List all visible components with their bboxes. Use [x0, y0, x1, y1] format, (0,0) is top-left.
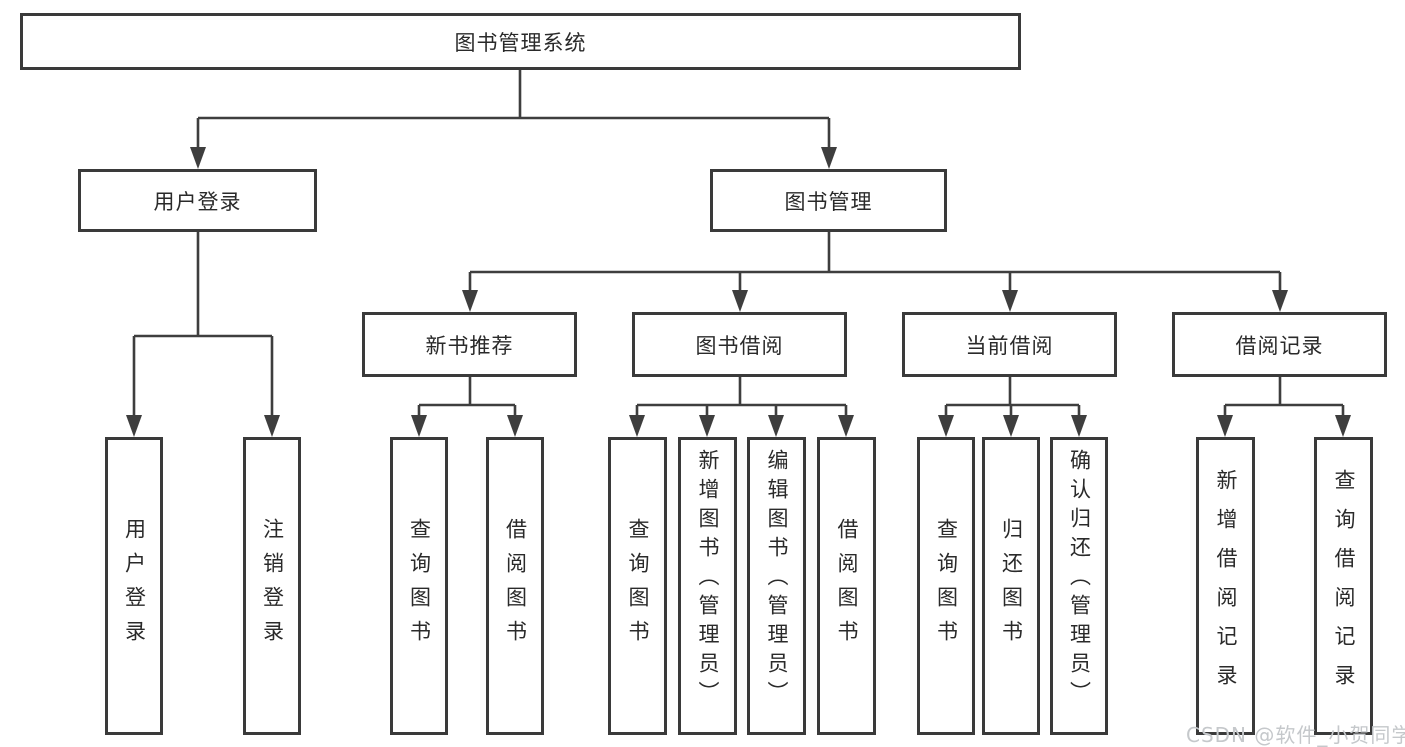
leaf-query-books: 查询图书 [917, 437, 975, 735]
leaf-label: 编辑图书（管理员） [765, 449, 789, 710]
csdn-watermark: CSDN @软件_小贺同学 [1186, 723, 1405, 747]
leaf-label: 借阅图书 [835, 518, 859, 654]
node-book-borrowing: 图书借阅 [632, 312, 847, 377]
leaf-query-books: 查询图书 [608, 437, 667, 735]
leaf-return-books: 归还图书 [982, 437, 1040, 735]
leaf-label: 借阅图书 [503, 518, 528, 654]
leaf-label: 确认归还（管理员） [1067, 449, 1092, 710]
leaf-user-login: 用户登录 [105, 437, 163, 735]
leaf-query-books: 查询图书 [390, 437, 448, 735]
leaf-label: 用户登录 [122, 518, 147, 654]
node-book-management: 图书管理 [710, 169, 947, 232]
leaf-logout: 注销登录 [243, 437, 301, 735]
leaf-borrow-books: 借阅图书 [817, 437, 876, 735]
leaf-add-borrow-record: 新增借阅记录 [1196, 437, 1255, 735]
leaf-label: 注销登录 [260, 518, 285, 654]
node-borrow-records: 借阅记录 [1172, 312, 1387, 377]
leaf-borrow-books: 借阅图书 [486, 437, 544, 735]
node-new-book-recommend: 新书推荐 [362, 312, 577, 377]
leaf-edit-books-admin: 编辑图书（管理员） [747, 437, 806, 735]
leaf-label: 新增借阅记录 [1214, 469, 1238, 703]
leaf-label: 查询图书 [407, 518, 432, 654]
leaf-label: 归还图书 [999, 518, 1024, 654]
leaf-label: 查询图书 [934, 518, 959, 654]
node-user-login: 用户登录 [78, 169, 317, 232]
node-root-library-system: 图书管理系统 [20, 13, 1021, 70]
leaf-add-books-admin: 新增图书（管理员） [678, 437, 737, 735]
leaf-confirm-return-admin: 确认归还（管理员） [1050, 437, 1108, 735]
leaf-label: 查询借阅记录 [1332, 469, 1356, 703]
leaf-label: 查询图书 [626, 518, 650, 654]
node-current-borrowing: 当前借阅 [902, 312, 1117, 377]
leaf-label: 新增图书（管理员） [696, 449, 720, 710]
leaf-query-borrow-record: 查询借阅记录 [1314, 437, 1373, 735]
